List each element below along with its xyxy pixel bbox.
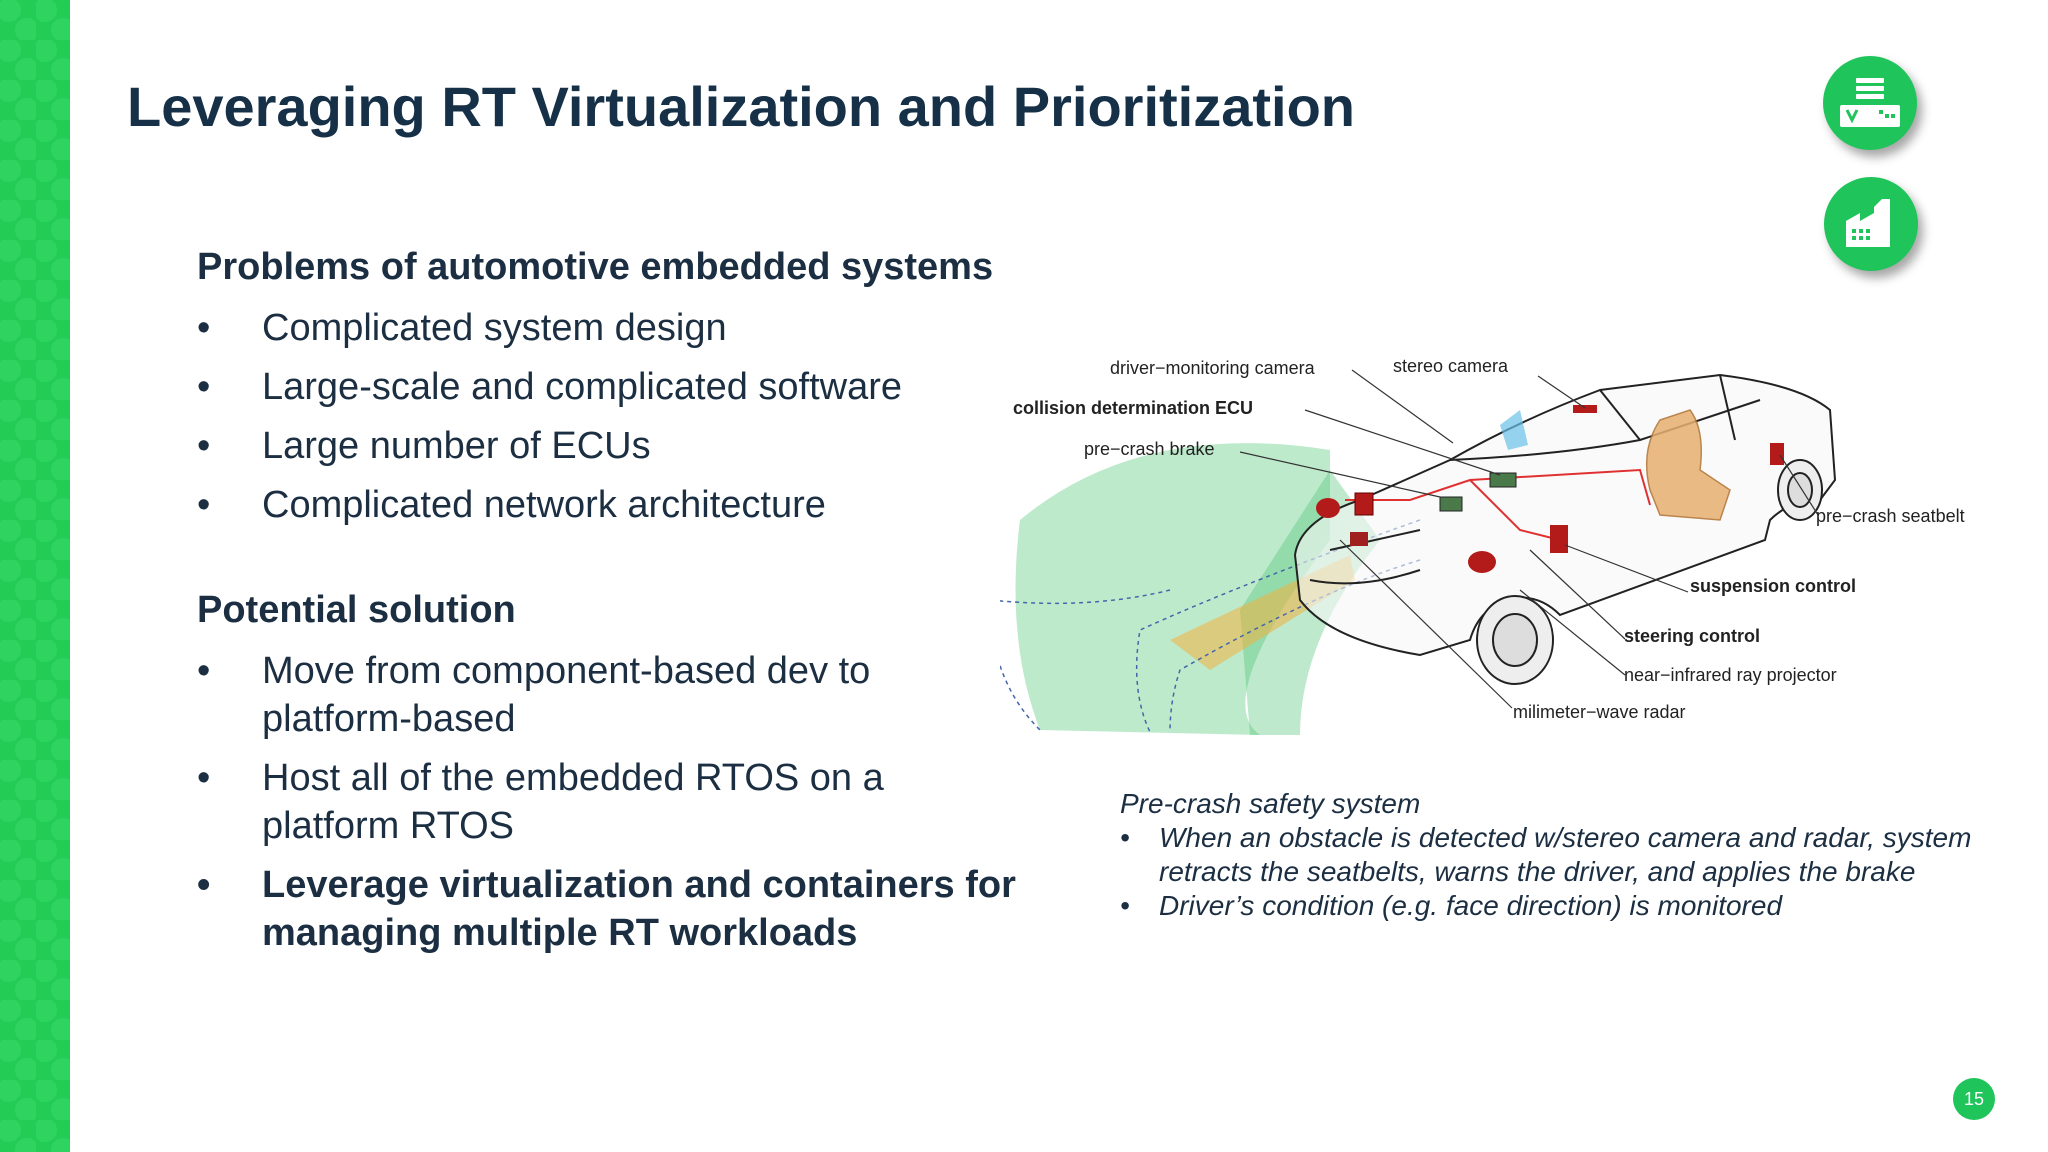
caption-text: When an obstacle is detected w/stereo ca… (1159, 822, 1972, 887)
problems-heading: Problems of automotive embedded systems (197, 246, 994, 288)
pre-crash-car-diagram: driver−monitoring camera stereo camera c… (1000, 356, 1965, 735)
label-near-infrared: near−infrared ray projector (1624, 665, 1837, 685)
caption-title: Pre-crash safety system (1120, 788, 1421, 819)
radar-coverage-area (1015, 443, 1330, 735)
caption-list: • When an obstacle is detected w/stereo c… (1120, 821, 2020, 923)
solution-text: Leverage virtualization and containers f… (262, 864, 1016, 954)
list-item: • Move from component-based dev to platfo… (197, 647, 902, 743)
leader-lines (1239, 369, 1819, 709)
label-driver-monitoring-camera: driver−monitoring camera (1110, 358, 1316, 378)
diagram-caption: Pre-crash safety system • When an obstacl… (1120, 786, 2020, 923)
bullet-glyph: • (1120, 890, 1130, 921)
suspension-unit (1550, 525, 1568, 553)
bullet-glyph: • (197, 864, 211, 906)
server-chip-icon (1823, 56, 1917, 150)
list-item: • Large number of ECUs (197, 422, 1017, 470)
seatbelt-unit (1770, 443, 1784, 465)
sensor-component (1439, 496, 1463, 512)
radar-unit (1316, 498, 1340, 518)
label-collision-ecu: collision determination ECU (1013, 398, 1253, 418)
solution-list: • Move from component-based dev to platfo… (197, 647, 1037, 957)
camera-range-dashed (1135, 519, 1421, 733)
windshield-camera-view (1500, 410, 1528, 450)
problem-text: Large number of ECUs (262, 425, 651, 467)
brake-unit (1468, 551, 1496, 573)
list-item: • Large-scale and complicated software (197, 363, 1017, 411)
solution-text: Move from component-based dev to platfor… (262, 650, 871, 740)
problem-text: Large-scale and complicated software (262, 366, 903, 408)
label-pre-crash-seatbelt: pre−crash seatbelt (1816, 506, 1965, 526)
label-suspension-control: suspension control (1690, 576, 1856, 596)
factory-icon (1824, 177, 1918, 271)
list-item: • When an obstacle is detected w/stereo c… (1120, 821, 2020, 889)
label-mm-wave-radar: milimeter−wave radar (1513, 702, 1686, 722)
bullet-glyph: • (197, 484, 211, 526)
solution-text: Host all of the embedded RTOS on a platf… (262, 757, 884, 847)
list-item: • Complicated system design (197, 304, 1017, 352)
bullet-glyph: • (197, 425, 211, 467)
problem-text: Complicated system design (262, 307, 727, 349)
bullet-glyph: • (197, 757, 211, 799)
bullet-glyph: • (197, 366, 211, 408)
solution-heading: Potential solution (197, 589, 516, 631)
bullet-glyph: • (1120, 822, 1130, 853)
control-wiring (1345, 468, 1651, 541)
list-item: • Driver’s condition (e.g. face direction… (1120, 889, 2020, 923)
radar-range-dashed (1000, 589, 1171, 731)
sensor-component (1489, 472, 1517, 488)
bullet-glyph: • (197, 650, 211, 692)
camera-unit (1573, 405, 1597, 413)
bullet-glyph: • (197, 307, 211, 349)
problems-list: • Complicated system design • Large-scale … (197, 304, 1017, 529)
car-seat (1645, 409, 1731, 521)
problem-text: Complicated network architecture (262, 484, 826, 526)
label-steering-control: steering control (1624, 626, 1760, 646)
list-item: • Host all of the embedded RTOS on a plat… (197, 754, 902, 850)
slide-title: Leveraging RT Virtualization and Priorit… (127, 75, 1356, 138)
label-pre-crash-brake: pre−crash brake (1084, 439, 1215, 459)
label-stereo-camera: stereo camera (1393, 356, 1509, 376)
list-item: • Complicated network architecture (197, 481, 1017, 529)
page-number-badge: 15 (1953, 1078, 1995, 1120)
caption-text: Driver’s condition (e.g. face direction)… (1159, 890, 1783, 921)
ecu-component (1354, 492, 1374, 516)
projector-unit (1350, 532, 1368, 546)
list-item: • Leverage virtualization and containers … (197, 861, 1022, 957)
side-decorative-band (0, 0, 70, 1152)
